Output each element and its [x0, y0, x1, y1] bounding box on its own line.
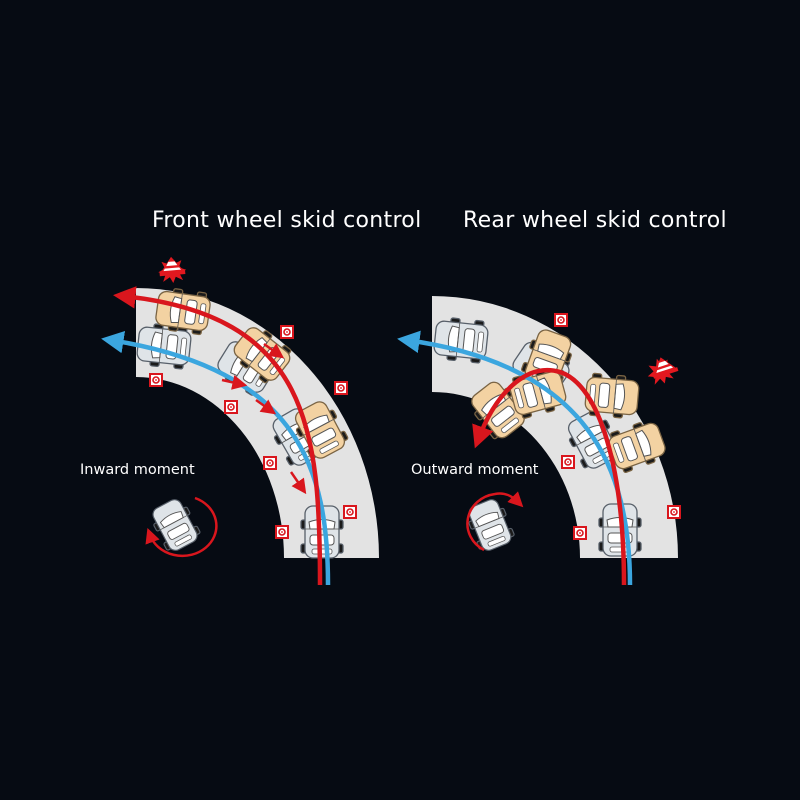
- traffic-cone-icon: [157, 255, 188, 285]
- outward-moment-diagram: [464, 491, 524, 553]
- rear-wheel-panel: [397, 296, 681, 586]
- inward-moment-label: Inward moment: [80, 462, 195, 478]
- rotation-arrow-icon: [466, 491, 524, 552]
- small-correction-arrows: [221, 342, 307, 495]
- controlled-path-arrow: [397, 330, 633, 586]
- outward-moment-label: Outward moment: [411, 462, 539, 478]
- rotation-arrow-icon: [145, 496, 218, 558]
- rear-panel-title: Rear wheel skid control: [463, 208, 727, 233]
- front-panel-title: Front wheel skid control: [152, 208, 422, 233]
- front-wheel-panel: [101, 255, 379, 586]
- skid-path-arrow: [113, 286, 323, 586]
- skid-path-arrow: [472, 368, 627, 586]
- traffic-cone-icon: [643, 353, 679, 388]
- controlled-path-arrow: [101, 331, 331, 586]
- inward-moment-diagram: [145, 495, 218, 558]
